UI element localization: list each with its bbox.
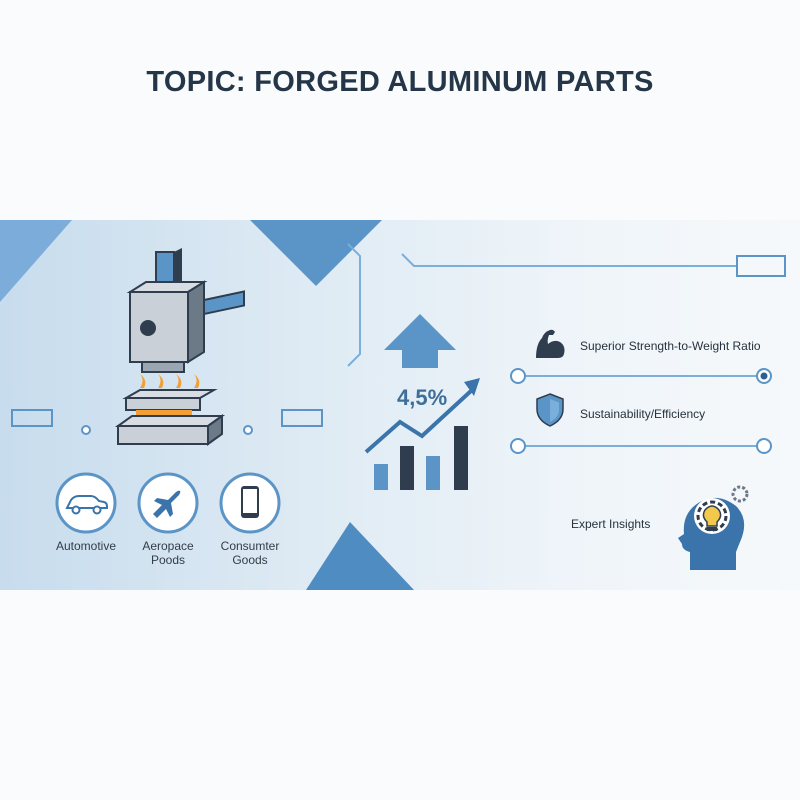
growth-value: 4,5% <box>397 385 448 410</box>
flexed-arm-icon <box>536 329 565 358</box>
car-icon <box>55 472 117 534</box>
feature-label-sustainability: Sustainability/Efficiency <box>580 407 706 421</box>
feature-label-expert-insights: Expert Insights <box>571 517 651 531</box>
growth-chart-icon <box>364 314 480 490</box>
forging-press-icon <box>114 248 245 446</box>
shield-icon <box>536 393 564 427</box>
sustainability-slider <box>510 438 772 454</box>
application-label-automotive: Automotive <box>55 539 117 553</box>
application-consumer-goods <box>219 472 281 539</box>
feature-label-strength: Superior Strength-to-Weight Ratio <box>580 339 761 353</box>
application-label-consumer-goods: Consumter Goods <box>220 539 280 567</box>
airplane-icon <box>137 472 199 534</box>
strength-slider <box>510 368 772 384</box>
application-label-aerospace: Aeropace Poods <box>142 539 194 567</box>
smartphone-icon <box>219 472 281 534</box>
application-automotive <box>55 472 117 539</box>
head-gear-lightbulb-icon <box>678 485 749 570</box>
application-aerospace <box>137 472 199 539</box>
page-title: TOPIC: FORGED ALUMINUM PARTS <box>146 66 654 98</box>
infographic-banner: Automotive Aeropace Poods Consumter Good… <box>0 220 800 590</box>
decorative-shapes <box>0 220 786 590</box>
